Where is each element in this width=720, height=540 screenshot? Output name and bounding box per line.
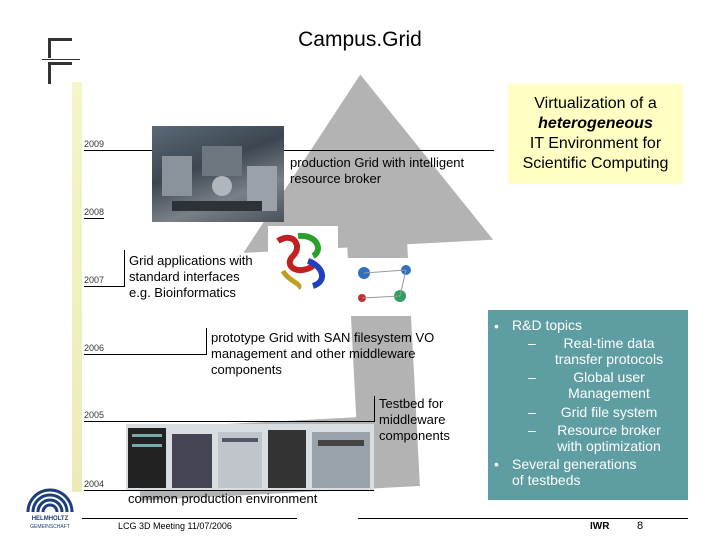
bracket-2006 — [206, 328, 207, 355]
topic-rd: R&D topics — [512, 317, 583, 333]
callout-line-2: heterogeneous — [538, 115, 653, 132]
milestone-2006: prototype Grid with SAN filesystem VO ma… — [211, 330, 435, 377]
year-2008: 2008 — [84, 207, 105, 217]
footer-rule-right — [358, 518, 688, 519]
year-2004: 2004 — [84, 479, 105, 489]
milestone-2005: Testbed for middleware components — [379, 396, 450, 443]
particle-diagram — [344, 258, 434, 316]
dash-icon: – — [528, 335, 536, 351]
year-line-2006 — [84, 354, 206, 355]
bullet-icon: • — [494, 456, 499, 472]
milestone-2004: common production environment — [128, 491, 318, 506]
milestone-2009: production Grid with intelligent resourc… — [290, 155, 465, 186]
bracket-2007 — [124, 250, 125, 287]
bracket-2005 — [374, 396, 375, 422]
year-2009: 2009 — [84, 139, 105, 149]
rd-topics-box: • R&D topics – Real-time data transfer p… — [488, 310, 688, 500]
topic-realtime: Real-time data transfer protocols — [554, 335, 664, 367]
helmholtz-sub: GEMEINSCHAFT — [30, 524, 70, 530]
helmholtz-name: HELMHOLTZ — [31, 516, 69, 522]
arrow-shape — [136, 74, 494, 501]
vision-callout: Virtualization of a heterogeneous IT Env… — [508, 84, 683, 184]
callout-line-4: Scientific Computing — [522, 155, 669, 172]
year-2007: 2007 — [84, 275, 105, 285]
year-line-2004 — [84, 490, 374, 491]
protein-image — [268, 226, 338, 292]
footer-meeting: LCG 3D Meeting 11/07/2006 — [118, 521, 232, 531]
timeline-bar — [72, 82, 82, 492]
dash-icon: – — [528, 422, 536, 438]
topic-testbeds: Several generations of testbeds — [512, 456, 637, 488]
bullet-icon: • — [494, 318, 499, 334]
milestone-2007: Grid applications with standard interfac… — [129, 253, 253, 300]
dash-icon: – — [528, 369, 536, 385]
server-racks-photo — [126, 424, 374, 490]
callout-line-3: IT Environment for — [529, 135, 662, 152]
topic-filesystem: Grid file system — [560, 404, 658, 420]
year-line-2008 — [84, 218, 104, 219]
helmholtz-logo-mark — [26, 488, 74, 513]
year-line-2007 — [84, 286, 124, 287]
year-line-2009 — [84, 150, 494, 151]
year-2006: 2006 — [84, 343, 105, 353]
footer-rule-left — [82, 518, 297, 519]
footer-dept: IWR — [590, 521, 610, 532]
topic-user-mgmt: Global user Management — [568, 369, 650, 401]
callout-line-1: Virtualization of a — [534, 95, 657, 112]
year-2005: 2005 — [84, 410, 105, 420]
helmholtz-logo: HELMHOLTZ GEMEINSCHAFT — [24, 478, 76, 536]
topic-broker: Resource broker with optimization — [557, 422, 661, 454]
year-line-2005 — [84, 421, 374, 422]
page-number: 8 — [637, 520, 644, 532]
datacenter-photo — [152, 126, 284, 222]
slide-title: Campus.Grid — [298, 28, 422, 51]
dash-icon: – — [528, 404, 536, 420]
